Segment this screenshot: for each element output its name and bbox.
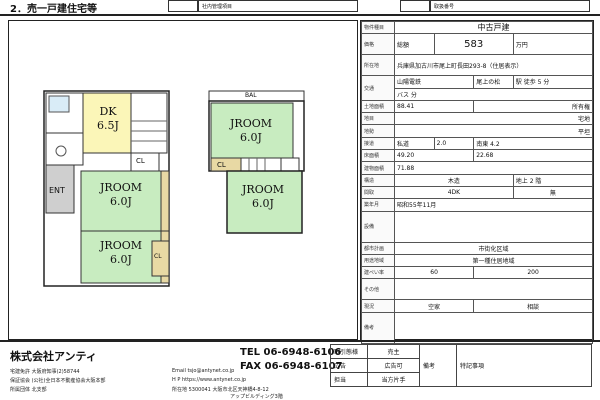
land-area-value: 88.41	[393, 99, 475, 114]
room3-size: 6.0J	[240, 131, 262, 144]
company-hp: H P https://www.antynet.co.jp	[172, 377, 247, 383]
layout-label: 間取	[361, 185, 395, 200]
room4-size: 6.0J	[252, 197, 274, 210]
ad-status: 広告可	[367, 358, 420, 373]
transport-label: 交通	[361, 75, 395, 101]
commission-label: 担当	[330, 372, 368, 387]
use-district-label: 用途地域	[361, 253, 395, 268]
price-label: 価格	[361, 33, 395, 56]
floor-area-label: 床面積	[361, 149, 395, 163]
property-type: 中古戸建	[394, 20, 593, 35]
company-fax: FAX 06-6948-6107	[240, 361, 343, 372]
header-divider	[0, 14, 600, 16]
terrain: 平坦	[394, 124, 593, 138]
room2-label: JROOM	[100, 239, 142, 252]
parking: 無	[512, 185, 594, 200]
floor1-area: 49.20	[393, 149, 475, 163]
room1-label: JROOM	[100, 181, 142, 194]
road-south: 南東 4.2	[473, 136, 593, 151]
bus-time: バス 分	[394, 87, 593, 101]
road-width: 2.0	[433, 136, 475, 151]
type-label: 物件種目	[361, 20, 395, 35]
zoning: 市街化区域	[394, 241, 593, 255]
price-value: 583	[433, 33, 514, 56]
rail-line: 山陽電鉄	[393, 75, 475, 89]
license-number: 宅建免許 大阪府知事(2)58744	[10, 369, 80, 375]
restrictions-value	[394, 278, 593, 301]
current-status: 空家	[393, 299, 475, 313]
coverage-label: 建ぺい率	[361, 266, 395, 280]
spec-panel: 物件種目 中古戸建 価格 総額 583 万円 所在地 兵庫県加古川市尾上町長田2…	[360, 20, 594, 344]
room2-size: 6.0J	[110, 253, 132, 266]
structure-label: 構造	[361, 173, 395, 187]
layout: 4DK	[394, 185, 514, 200]
building-area-label: 建物面積	[361, 161, 395, 175]
dk-label: DK	[99, 105, 117, 118]
zoning-label: 都市計画	[361, 241, 395, 255]
header-box-2: 社内管理項目	[198, 0, 358, 12]
handover: 相談	[473, 299, 593, 313]
status-label: 現況	[361, 299, 395, 313]
price-unit: 万円	[512, 33, 594, 56]
dk-size: 6.5J	[97, 119, 119, 132]
company-name: 株式会社アンティ	[10, 350, 97, 363]
transaction-type: 売主	[367, 344, 420, 359]
facilities-value	[394, 210, 593, 243]
terrain-label: 地勢	[361, 124, 395, 138]
coverage: 60	[393, 266, 475, 280]
ent-label: ENT	[49, 186, 65, 195]
company-building: アップビルディング3階	[230, 394, 283, 400]
ad-label: 広告	[330, 358, 368, 373]
built-date: 昭和55年11月	[394, 198, 593, 212]
page-title: 2．売一戸建住宅等	[10, 4, 97, 15]
far: 200	[473, 266, 593, 280]
price-prefix: 総額	[394, 33, 435, 56]
facilities-label: 設備	[361, 210, 395, 243]
transaction-table: 取引態様 売主 備考 特記事項 広告 広告可 担当 当方片手	[330, 344, 592, 387]
built-label: 築年月	[361, 198, 395, 212]
header-box-4: 取扱番号	[430, 0, 590, 12]
land-area-label: 土地面積	[361, 99, 395, 114]
land-use-label: 地目	[361, 112, 395, 126]
company-address: 所在地 5300041 大阪市北区天神橋4-8-12	[172, 387, 269, 393]
use-district: 第一種住居地域	[394, 253, 593, 268]
location-label: 所在地	[361, 54, 395, 77]
station-name: 尾上の松	[473, 75, 514, 89]
notes-label: 備考	[419, 344, 457, 387]
road-label: 接道	[361, 136, 395, 151]
walk-time: 駅 徒歩 5 分	[512, 75, 594, 89]
cl-label-1f-side: CL	[154, 253, 162, 260]
land-rights: 所有権	[473, 99, 593, 114]
bal-label: BAL	[245, 92, 257, 99]
company-email: Email tsjo@antynet.co.jp	[172, 368, 235, 374]
header-box-1	[168, 0, 198, 12]
road-type: 私道	[394, 136, 435, 151]
room4-label: JROOM	[242, 183, 284, 196]
location-value: 兵庫県加古川市尾上町長田293-8（住居表示）	[394, 54, 593, 77]
room3-label: JROOM	[230, 117, 272, 130]
floor2-area: 22.68	[473, 149, 593, 163]
member-group: 所属団体 北支部	[10, 387, 47, 393]
header-box-3	[400, 0, 430, 12]
commission: 当方片手	[367, 372, 420, 387]
room1-size: 6.0J	[110, 195, 132, 208]
cl-label-2f: CL	[217, 161, 226, 169]
floors: 地上 2 階	[512, 173, 594, 187]
transaction-type-label: 取引態様	[330, 344, 368, 359]
cl-label-1f: CL	[136, 157, 145, 165]
company-tel: TEL 06-6948-6106	[240, 347, 342, 358]
building-area-value: 71.88	[394, 161, 593, 175]
footer-divider	[0, 340, 600, 342]
land-use: 宅地	[394, 112, 593, 126]
floorplan-panel: DK 6.5J JROOM 6.0J JROOM 6.0J JROOM 6.0J…	[8, 20, 358, 340]
floorplan-drawing	[43, 90, 305, 287]
guarantee-assoc: 保証協会 (公社)全日本不動産協会大阪本部	[10, 378, 106, 384]
special-notes: 特記事項	[456, 344, 592, 387]
remarks-value	[394, 311, 593, 344]
structure: 木造	[394, 173, 514, 187]
spec-table: 物件種目 中古戸建 価格 総額 583 万円 所在地 兵庫県加古川市尾上町長田2…	[361, 20, 594, 344]
restrictions-label: その他	[361, 278, 395, 301]
remarks-label: 備考	[361, 311, 395, 344]
